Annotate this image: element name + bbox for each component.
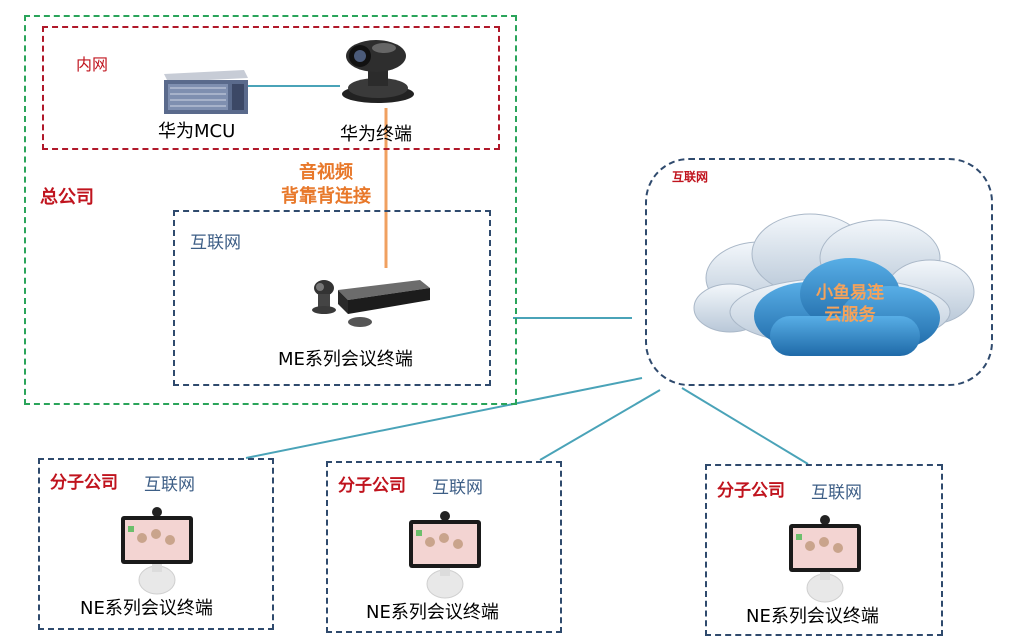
av-link-label: 音视频 背靠背连接 [270,161,382,209]
cloud-zone-label: 互联网 [672,170,709,184]
cloud-branch3-link [681,387,809,465]
cloud-service-name-line2: 云服务 [824,305,876,325]
branch-title: 分子公司 [338,476,406,496]
ne-terminal-icon [406,510,484,602]
branch-zone [38,458,274,630]
branch-net-label: 互联网 [432,478,483,498]
hq-label: 总公司 [40,187,94,208]
branch-zone [705,464,943,636]
hq-container [24,15,517,405]
cloud-icon [690,208,980,364]
server-icon [158,66,250,116]
av-link-label-line2: 背靠背连接 [281,186,371,207]
huawei-terminal-label: 华为终端 [340,124,412,145]
branch-device-label: NE系列会议终端 [746,606,879,627]
cloud-branch2-link [539,389,661,461]
ne-terminal-icon [786,514,864,606]
cloud-zone [645,158,993,386]
intranet-label: 内网 [76,55,109,74]
branch-title: 分子公司 [50,473,118,493]
branch-title: 分子公司 [717,481,785,501]
cloud-service-name-line1: 小鱼易连 [816,283,884,303]
me-terminal-icon [308,270,432,330]
cloud-service-name: 小鱼易连 云服务 [800,282,900,326]
branch-net-label: 互联网 [144,475,195,495]
branch-net-label: 互联网 [811,483,862,503]
hq-internet-label: 互联网 [190,233,241,253]
intranet-zone [42,26,500,150]
camera-icon [334,34,416,106]
av-link-label-line1: 音视频 [299,162,353,183]
cloud-branch1-link [245,377,643,459]
mcu-label: 华为MCU [158,121,236,142]
me-terminal-label: ME系列会议终端 [278,349,413,370]
ne-terminal-icon [118,506,196,598]
branch-zone [326,461,562,633]
branch-device-label: NE系列会议终端 [80,598,213,619]
hq-internet-zone [173,210,491,386]
branch-device-label: NE系列会议终端 [366,602,499,623]
